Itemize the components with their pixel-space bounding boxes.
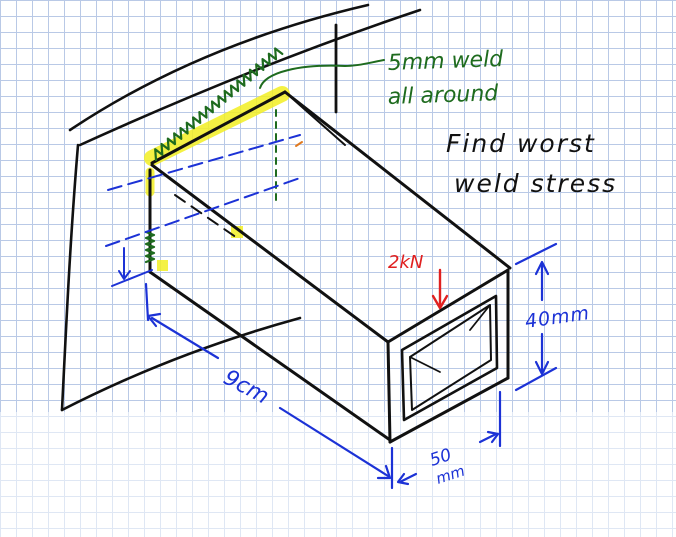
wall bbox=[60, 3, 422, 412]
bottom-band bbox=[0, 412, 676, 537]
dimension-lines bbox=[105, 134, 558, 490]
weld-symbol bbox=[144, 47, 385, 264]
load-label: 2kN bbox=[388, 252, 423, 273]
height-dimension-label: 40mm bbox=[524, 302, 592, 333]
length-dimension-label: 9cm bbox=[219, 365, 273, 409]
task-line1: Find worst bbox=[446, 129, 596, 158]
weld-spec-line2: all around bbox=[387, 81, 499, 110]
load-arrow bbox=[431, 268, 449, 310]
rectangular-tube bbox=[148, 90, 512, 444]
weld-spec-line1: 5mm weld bbox=[387, 47, 504, 76]
weld-highlight bbox=[144, 86, 290, 271]
task-line2: weld stress bbox=[454, 169, 617, 198]
